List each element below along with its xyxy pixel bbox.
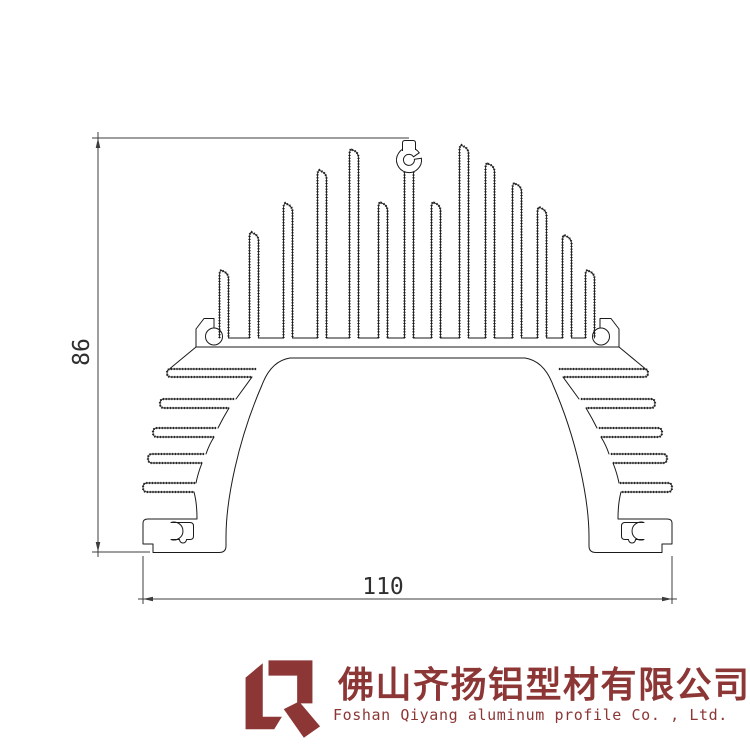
company-name-cn: 佛山齐扬铝型材有限公司 (338, 664, 750, 705)
crown-fin-outline (349, 148, 359, 339)
crown-fin (218, 268, 230, 338)
crown-fin (511, 181, 523, 338)
crown-fin-outline (562, 234, 572, 339)
leg-wall-and-foot-right (562, 346, 673, 553)
side-fin (620, 481, 674, 494)
dimension-height: 86 (69, 132, 409, 557)
side-fin-outline (147, 453, 205, 464)
crown-fin-outline (378, 201, 388, 339)
dimension-height-label: 86 (69, 338, 95, 366)
crown-fin-outline (459, 144, 469, 339)
crown-fin (248, 230, 260, 338)
heatsink-profile (141, 140, 674, 553)
crown-fin (430, 200, 442, 338)
arrowhead-up (95, 138, 101, 148)
side-fin-outline (580, 398, 656, 409)
crown-fin-outline (512, 182, 522, 339)
side-fin (146, 452, 204, 465)
crown-fin-outline (537, 206, 547, 339)
screw-channel-right (621, 521, 645, 544)
side-fin-outline (558, 368, 649, 378)
crown-fin (282, 201, 294, 338)
hook-outer-ring (396, 147, 422, 174)
crown-fin (377, 200, 389, 338)
hook-inner-slot (403, 152, 422, 166)
side-fin-outline (598, 427, 663, 438)
crown-fin (316, 168, 328, 338)
arrowhead-right (662, 596, 672, 602)
crown-fin (561, 233, 573, 338)
side-fin-outline (166, 368, 257, 378)
crown-fin (484, 161, 496, 338)
arrowhead-down (95, 542, 101, 552)
crown-fin-outline (317, 169, 327, 339)
side-right (558, 346, 674, 553)
screw-channel-left (170, 521, 194, 544)
side-fin (599, 426, 664, 439)
arrowhead-left (143, 596, 153, 602)
crown-fin-outline (219, 269, 229, 339)
side-fin (165, 367, 256, 379)
side-fins-right (558, 367, 674, 494)
crown-fin (458, 143, 470, 338)
screw-boss-right (592, 327, 610, 346)
side-fin (581, 397, 657, 410)
side-fin-outline (152, 427, 217, 438)
crown-fin (403, 172, 415, 338)
qiyang-logo-icon (245, 660, 321, 738)
company-name-en: Foshan Qiyang aluminum profile Co. , Ltd… (333, 706, 728, 724)
logo-stroke-tail (283, 701, 321, 738)
crown-fin (584, 268, 596, 338)
side-fin-outline (619, 482, 673, 493)
crown-fin-outline (404, 171, 414, 339)
crown-fin (536, 205, 548, 338)
arch-opening (225, 357, 590, 538)
side-fin (559, 367, 650, 379)
dimension-width: 110 (138, 556, 677, 604)
company-logo (236, 654, 322, 748)
crown-fin-outline (249, 231, 259, 339)
fin-deck (195, 318, 620, 348)
side-fin (158, 397, 234, 410)
screw-boss-left (205, 327, 223, 346)
hanger-hook (396, 140, 422, 174)
side-fin-outline (610, 453, 668, 464)
crown-fin-outline (283, 202, 293, 339)
side-fins-left (141, 367, 257, 494)
crown-fin-outline (431, 201, 441, 339)
logo-stroke-left (245, 663, 282, 730)
crown-fin-outline (585, 269, 595, 339)
crown-fins (218, 143, 596, 339)
side-fin (611, 452, 669, 465)
side-fin-outline (159, 398, 235, 409)
side-left (141, 346, 257, 553)
side-fin-outline (142, 482, 196, 493)
hook-top-nub (402, 140, 416, 151)
dimension-width-label: 110 (362, 574, 404, 600)
crown-fin (348, 147, 360, 338)
leg-wall-and-foot-left (142, 346, 253, 553)
side-fin (141, 481, 195, 494)
side-fin (151, 426, 216, 439)
logo-stroke-top (268, 660, 313, 704)
crown-fin-outline (485, 162, 495, 339)
